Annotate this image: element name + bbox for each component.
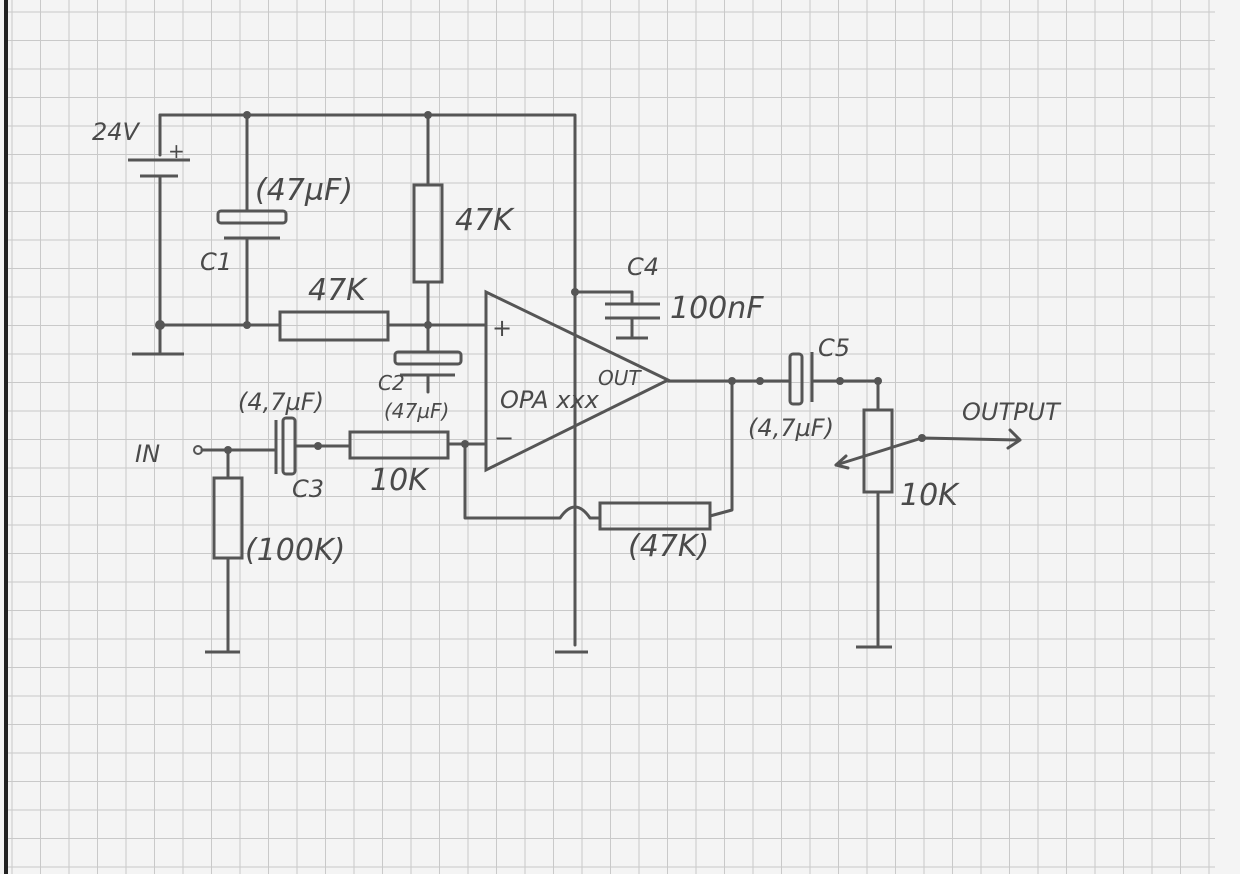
opamp-out-label: OUT bbox=[598, 366, 642, 390]
junction-dots bbox=[155, 111, 926, 454]
graph-paper-grid bbox=[6, 0, 1215, 874]
c5-name-label: C5 bbox=[818, 334, 850, 362]
opamp-minus-label: − bbox=[494, 424, 514, 452]
resistor-feedback-value-label: (47K) bbox=[628, 529, 709, 564]
c2-name-label: C2 bbox=[378, 371, 405, 395]
opamp-name-label: OPA xxx bbox=[500, 386, 600, 414]
resistor-bias-value-label: 47K bbox=[308, 273, 368, 308]
resistor-ground-value-label: (100K) bbox=[245, 533, 345, 568]
capacitor-c4: C4 100nF bbox=[573, 253, 764, 340]
c4-value-label: 100nF bbox=[670, 291, 764, 326]
capacitor-c2: C2 (47µF) bbox=[378, 350, 463, 423]
battery-24v: 24V + bbox=[92, 113, 190, 327]
input-label: IN bbox=[135, 440, 160, 468]
c1-value-label: (47µF) bbox=[255, 173, 353, 208]
opamp: + − OPA xxx OUT bbox=[484, 289, 672, 473]
resistor-bias-47k: 47K bbox=[278, 273, 488, 342]
pot-value-label: 10K bbox=[900, 478, 960, 513]
resistor-top-47k: 47K bbox=[412, 113, 515, 354]
opamp-plus-label: + bbox=[492, 314, 512, 342]
top-rail bbox=[158, 113, 577, 647]
c3-name-label: C3 bbox=[292, 475, 324, 503]
c1-name-label: C1 bbox=[200, 248, 232, 276]
capacitor-c1: C1 (47µF) bbox=[200, 113, 353, 327]
output-label: OUTPUT bbox=[962, 398, 1062, 426]
battery-plus-label: + bbox=[168, 139, 185, 163]
c5-value-label: (4,7µF) bbox=[748, 414, 834, 442]
resistor-top-value-label: 47K bbox=[455, 203, 515, 238]
c4-name-label: C4 bbox=[627, 253, 659, 281]
resistor-input-value-label: 10K bbox=[370, 463, 430, 498]
c2-value-label: (47µF) bbox=[384, 399, 449, 423]
battery-voltage-label: 24V bbox=[92, 118, 141, 146]
feedback-network: (47K) bbox=[463, 379, 734, 564]
output-section: C5 (4,7µF) 10K OUTPUT bbox=[666, 334, 1062, 649]
input-section: IN (4,7µF) C3 10K (100K) bbox=[135, 388, 488, 654]
c3-value-label: (4,7µF) bbox=[238, 388, 324, 416]
